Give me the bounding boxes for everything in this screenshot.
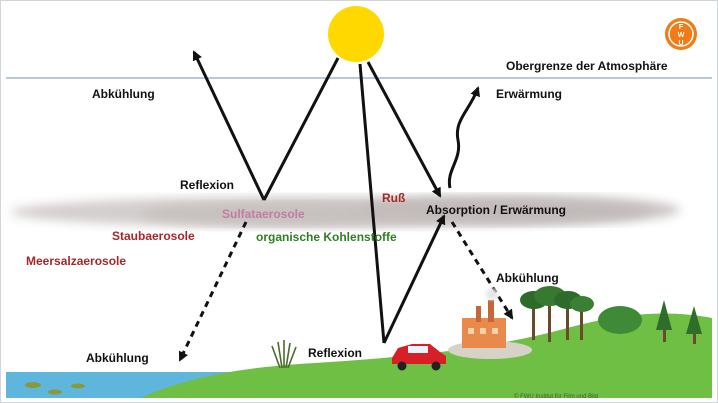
svg-text:F: F (679, 24, 684, 31)
label-soot: Ruß (382, 191, 405, 205)
arrow-reflection-up (192, 50, 266, 201)
svg-text:W: W (678, 32, 685, 39)
sun-icon (328, 6, 384, 62)
fish-group (25, 382, 85, 395)
fwu-logo: F W U (665, 18, 697, 50)
label-sulfate: Sulfataerosole (222, 207, 305, 221)
arrow-sun-to-absorption (366, 61, 442, 198)
label-cooling-bottom-left: Abkühlung (86, 351, 149, 365)
label-sea-salt: Meersalzaerosole (26, 254, 126, 268)
car-icon (392, 344, 446, 371)
label-cooling-top-left: Abkühlung (92, 87, 155, 101)
arrow-cooling-down-right (450, 221, 514, 320)
arrow-ground-to-absorption (382, 214, 446, 344)
ray-sun-to-cloud (262, 57, 340, 201)
factory-icon (448, 288, 532, 359)
label-organic-carbon: organische Kohlenstoffe (256, 230, 397, 244)
aerosol-haze-layer (10, 195, 680, 228)
trees-group (520, 286, 702, 344)
arrow-cooling-down-left (178, 221, 248, 362)
ray-sun-to-ground (358, 63, 386, 344)
label-reflection-cloud: Reflexion (180, 178, 234, 192)
svg-text:U: U (678, 40, 683, 47)
label-cooling-right: Abkühlung (496, 271, 559, 285)
label-absorption: Absorption / Erwärmung (426, 203, 566, 217)
label-atmosphere-top: Obergrenze der Atmosphäre (506, 59, 668, 73)
copyright-text: © FWU Institut für Film und Bild (514, 393, 598, 400)
label-dust: Staubaerosole (112, 229, 195, 243)
arrow-warming-wavy (447, 86, 480, 189)
label-warming: Erwärmung (496, 87, 562, 101)
grass-tuft-icon (271, 340, 297, 369)
label-reflection-ground: Reflexion (308, 346, 362, 360)
